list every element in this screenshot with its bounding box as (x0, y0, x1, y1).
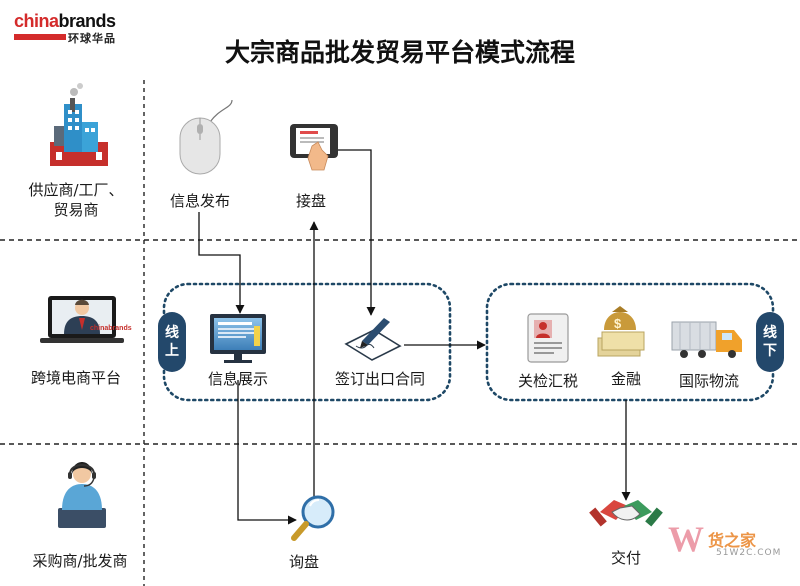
node-inquiry: 询盘 (288, 553, 319, 571)
offline-group-box (485, 282, 775, 402)
contract-pen-icon (344, 318, 402, 361)
monitor-brand-text: chinabrands (90, 325, 132, 332)
node-take-order: 接盘 (295, 192, 326, 210)
arrow-take-order-to-sign (334, 149, 376, 316)
mouse-icon (179, 99, 233, 175)
money-icon: $ (597, 306, 645, 357)
node-customs: 关检汇税 (517, 372, 578, 390)
online-badge: 线上 (158, 312, 186, 372)
online-badge-text: 线上 (165, 325, 179, 359)
watermark-w: W (668, 519, 704, 559)
handshake-icon (589, 500, 663, 527)
arrow-publish-to-display (198, 212, 245, 314)
row-label-supplier: 供应商/工厂、贸易商 (28, 181, 124, 219)
node-info-publish: 信息发布 (169, 192, 230, 210)
node-delivery: 交付 (610, 549, 641, 567)
watermark-url: 51W2C.COM (716, 548, 782, 558)
monitor-icon (210, 314, 266, 363)
node-finance: 金融 (610, 370, 641, 388)
logo-subtitle: 环球华品 (68, 32, 116, 45)
logo-bar (14, 34, 66, 40)
customer-service-icon (58, 462, 106, 528)
row-label-buyer: 采购商/批发商 (32, 552, 128, 570)
watermark-text: 货之家 (708, 531, 757, 550)
businessman-icon: chinabrands (40, 296, 132, 343)
row-label-platform: 跨境电商平台 (30, 369, 121, 387)
node-info-display: 信息展示 (207, 370, 268, 388)
offline-badge: 线下 (756, 312, 784, 372)
svg-text:$: $ (614, 316, 622, 331)
offline-badge-text: 线下 (763, 325, 777, 359)
logo-china: china (14, 11, 59, 31)
arrow-display-to-inquiry (237, 380, 297, 525)
node-logistics: 国际物流 (678, 372, 739, 390)
page-title: 大宗商品批发贸易平台模式流程 (224, 38, 575, 67)
logo-brands: brands (58, 11, 117, 31)
id-card-icon (527, 313, 569, 363)
brand-logo: chinabrands (14, 11, 116, 32)
tablet-hand-icon (290, 124, 338, 171)
truck-icon (671, 321, 742, 358)
magnifier-icon (291, 495, 335, 541)
node-sign-contract: 签订出口合同 (334, 370, 425, 388)
factory-icon (50, 83, 108, 166)
